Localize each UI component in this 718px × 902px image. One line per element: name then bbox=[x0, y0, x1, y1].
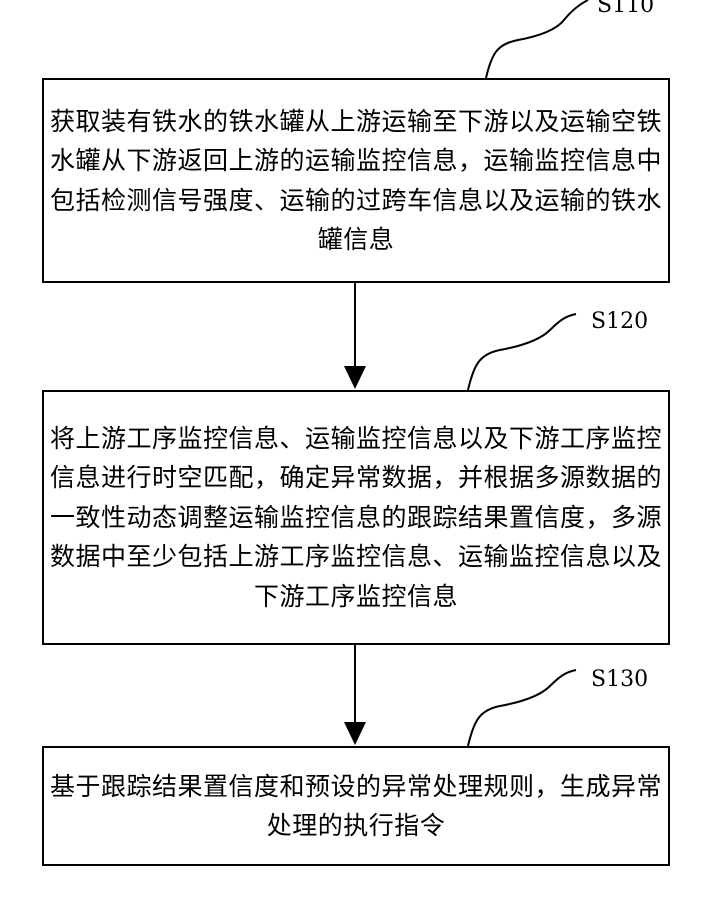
step-box-s110: 获取装有铁水的铁水罐从上游运输至下游以及运输空铁水罐从下游返回上游的运输监控信息… bbox=[42, 78, 670, 283]
step-text-s130: 基于跟踪结果置信度和预设的异常处理规则，生成异常处理的执行指令 bbox=[50, 767, 662, 846]
step-label-s110: S110 bbox=[597, 0, 654, 18]
step-text-s110: 获取装有铁水的铁水罐从上游运输至下游以及运输空铁水罐从下游返回上游的运输监控信息… bbox=[50, 102, 662, 260]
leader-line-s110 bbox=[486, 0, 588, 78]
step-text-s120: 将上游工序监控信息、运输监控信息以及下游工序监控信息进行时空匹配，确定异常数据，… bbox=[50, 419, 662, 617]
arrowhead-s120 bbox=[344, 366, 366, 389]
step-box-s130: 基于跟踪结果置信度和预设的异常处理规则，生成异常处理的执行指令 bbox=[42, 746, 670, 866]
leader-line-s120 bbox=[468, 314, 576, 390]
step-box-s120: 将上游工序监控信息、运输监控信息以及下游工序监控信息进行时空匹配，确定异常数据，… bbox=[42, 390, 670, 645]
step-label-s130: S130 bbox=[591, 668, 648, 692]
arrowhead-s130 bbox=[344, 722, 366, 745]
step-label-s120: S120 bbox=[591, 310, 648, 334]
leader-line-s130 bbox=[468, 670, 576, 746]
